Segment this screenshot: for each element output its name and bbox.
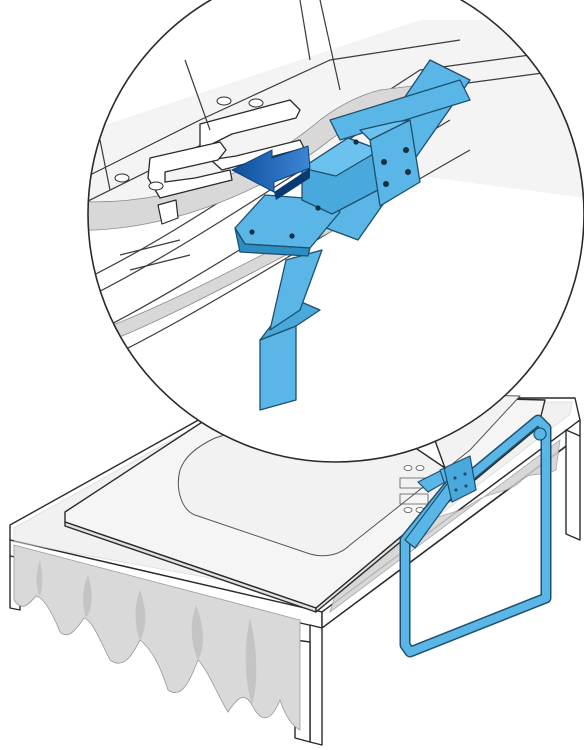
callout-tv-panel [88,0,584,391]
table-leg-front-right [309,624,323,746]
zoom-callout [87,0,584,469]
stand-joint [443,455,477,503]
table-leg-back-right [565,429,581,541]
callout-stand [234,59,471,411]
push-arrow-icon [230,145,311,200]
